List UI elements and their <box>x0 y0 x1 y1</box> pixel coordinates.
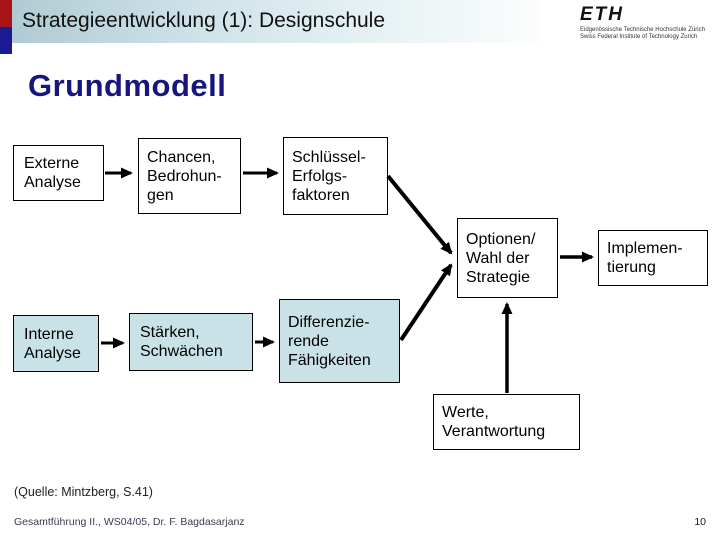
box-interne-analyse: Interne Analyse <box>13 315 99 372</box>
accent-red-square <box>0 0 12 27</box>
box-chancen-bedrohungen: Chancen, Bedrohun- gen <box>138 138 241 214</box>
slide-title: Grundmodell <box>28 68 227 103</box>
box-label-line: Optionen/ <box>466 230 536 248</box>
box-differenzierende-faehigkeiten: Differenzie- rende Fähigkeiten <box>279 299 400 383</box>
box-label-line: Erfolgs- <box>292 167 348 185</box>
footer-course-info: Gesamtführung II., WS04/05, Dr. F. Bagda… <box>14 516 245 528</box>
box-label-line: Strategie <box>466 268 531 286</box>
box-label-line: Fähigkeiten <box>288 351 371 369</box>
box-label-line: Externe <box>24 155 80 172</box>
header-band: Strategieentwicklung (1): Designschule E… <box>0 0 720 54</box>
arrow-schluessel-to-optionen <box>386 174 453 255</box>
box-optionen-wahl-der-strategie: Optionen/ Wahl der Strategie <box>457 218 558 298</box>
box-label-line: Schwächen <box>140 343 223 360</box>
source-note: (Quelle: Mintzberg, S.41) <box>14 485 153 499</box>
box-werte-verantwortung: Werte, Verantwortung <box>433 394 580 450</box>
box-externe-analyse: Externe Analyse <box>13 145 104 201</box>
eth-logo: ETH Eidgenössische Technische Hochschule… <box>540 0 720 43</box>
box-label-line: Verantwortung <box>442 423 546 440</box>
box-staerken-schwaechen: Stärken, Schwächen <box>129 313 253 371</box>
arrow-differenzierende-to-optionen <box>399 263 453 342</box>
accent-blue-square <box>0 27 12 54</box>
eth-name-en: Swiss Federal Institute of Technology Zu… <box>580 34 698 40</box>
box-label-line: Analyse <box>24 344 81 362</box>
box-label-line: tierung <box>607 259 656 276</box>
box-label-line: rende <box>288 332 329 350</box>
eth-logo-subtitle: Eidgenössische Technische Hochschule Zür… <box>580 27 705 41</box>
page-number: 10 <box>694 516 706 528</box>
slide-header-title: Strategieentwicklung (1): Designschule <box>22 9 386 32</box>
box-label-line: Interne <box>24 325 74 343</box>
box-implementierung: Implemen- tierung <box>598 230 708 286</box>
box-label-line: Bedrohun- <box>147 167 222 185</box>
eth-wordmark-icon: ETH <box>580 4 624 25</box>
box-label-line: faktoren <box>292 186 350 204</box>
eth-name-de: Eidgenössische Technische Hochschule Zür… <box>580 27 705 33</box>
box-schluessel-erfolgsfaktoren: Schlüssel- Erfolgs- faktoren <box>283 137 388 215</box>
box-label-line: Stärken, <box>140 324 200 341</box>
box-label-line: Chancen, <box>147 148 216 166</box>
box-label-line: Wahl der <box>466 249 530 267</box>
box-label-line: Analyse <box>24 174 81 191</box>
box-label-line: gen <box>147 186 174 204</box>
box-label-line: Implemen- <box>607 240 683 257</box>
box-label-line: Werte, <box>442 404 489 421</box>
box-label-line: Schlüssel- <box>292 148 366 166</box>
box-label-line: Differenzie- <box>288 313 370 331</box>
